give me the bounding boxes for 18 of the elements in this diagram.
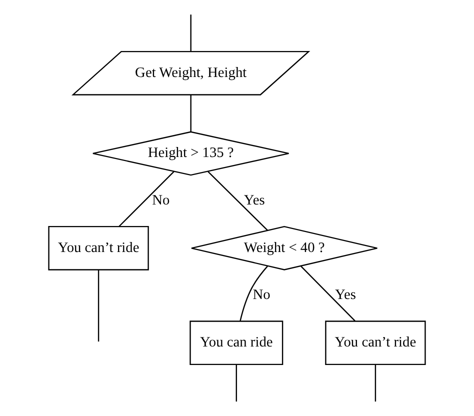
connector xyxy=(300,266,356,322)
edge-label: Yes xyxy=(244,192,265,209)
node-box: You can’t ride xyxy=(325,320,426,366)
node-diamond: Weight < 40 ? xyxy=(190,226,378,270)
connector xyxy=(374,364,376,402)
edge-label: Yes xyxy=(335,287,356,304)
connector xyxy=(240,266,268,322)
edge-label: No xyxy=(152,192,170,209)
connector xyxy=(190,94,192,132)
connector xyxy=(190,14,192,52)
connector xyxy=(98,270,100,342)
connector xyxy=(118,171,174,227)
connector xyxy=(236,364,237,402)
edge-label: No xyxy=(252,287,270,304)
node-box: You can ride xyxy=(190,320,284,366)
node-box: You can’t ride xyxy=(48,226,149,270)
node-diamond: Height > 135 ? xyxy=(92,131,290,176)
connector xyxy=(208,171,268,231)
